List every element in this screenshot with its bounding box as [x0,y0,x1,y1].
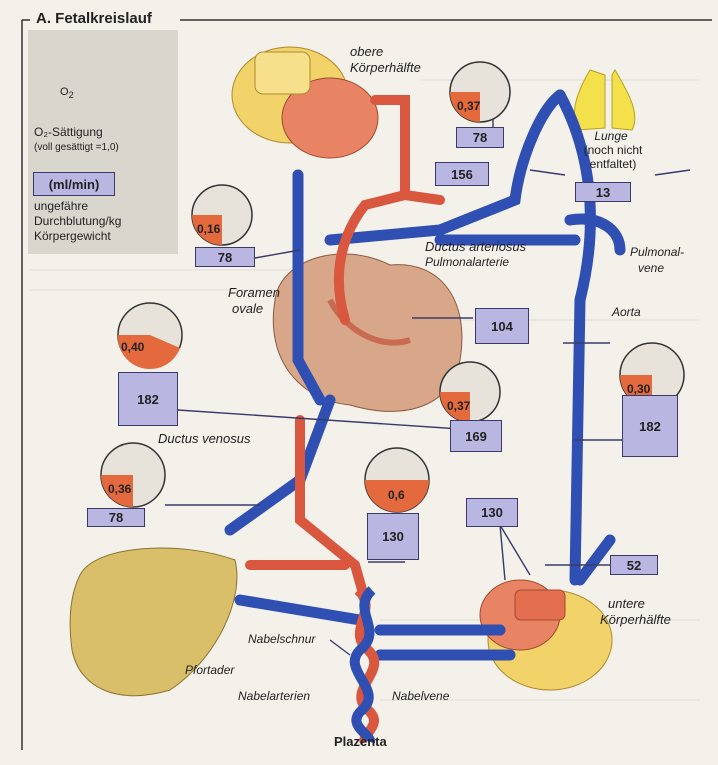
pie-6 [101,443,165,507]
label-foramen-1: Foramen [228,286,280,301]
label-pulmonalarterie: Pulmonalarterie [425,256,509,270]
pie-1 [450,62,510,122]
flow-box-7: 169 [450,420,502,452]
flow-box-12: 52 [610,555,658,575]
legend-o2-label: O2 [60,86,74,101]
label-pulmonalvene-1: Pulmonal- [630,246,684,260]
label-ductus-arteriosus: Ductus arteriosus [425,240,526,255]
label-lower-body-2: Körperhälfte [600,613,671,628]
saturation-2: 0,16 [197,222,220,236]
lungs [574,70,635,130]
label-ductus-venosus: Ductus venosus [158,432,251,447]
saturation-4: 0,37 [447,399,470,413]
flow-box-2: 156 [435,162,489,186]
legend-saturation-title: O₂-Sättigung [34,126,103,140]
flow-box-8: 182 [622,395,678,457]
label-upper-body-2: Körperhälfte [350,61,421,76]
saturation-5: 0,30 [627,382,650,396]
flow-box-4: 78 [195,247,255,267]
label-nabelarterien: Nabelarterien [238,690,310,704]
label-pulmonalvene-2: vene [638,262,664,276]
label-plazenta: Plazenta [334,735,387,750]
flow-box-9: 78 [87,508,145,527]
flow-box-10: 130 [367,513,419,560]
label-aorta: Aorta [612,306,641,320]
saturation-3: 0,40 [121,340,144,354]
diagram-title: A. Fetalkreislauf [32,10,156,27]
legend-saturation-note: (voll gesättigt =1,0) [34,142,119,154]
legend-unit-line3: Körpergewicht [34,230,111,244]
flow-box-3: 13 [575,182,631,202]
flow-box-11: 130 [466,498,518,527]
legend-unit-box: (ml/min) [33,172,115,196]
label-nabelvene: Nabelvene [392,690,449,704]
flow-box-5: 104 [475,308,529,344]
flow-box-1: 78 [456,127,504,148]
label-pfortader: Pfortader [185,664,234,678]
label-lung-1: Lunge [581,130,641,144]
label-upper-body-1: obere [350,45,383,60]
label-lung-3: entfaltet) [573,158,653,172]
legend-unit-line2: Durchblutung/kg [34,215,121,229]
label-lung-2: (noch nicht [573,144,653,158]
pie-4 [440,362,500,422]
saturation-6: 0,36 [108,482,131,496]
umbilical-cord [355,590,375,742]
pie-2 [192,185,252,245]
pie-7 [365,448,429,512]
label-lower-body-1: untere [608,597,645,612]
label-foramen-2: ovale [232,302,263,317]
legend-unit-line1: ungefähre [34,200,88,214]
saturation-1: 0,37 [457,99,480,113]
pie-3 [118,303,182,369]
flow-box-6: 182 [118,372,178,426]
label-nabelschnur: Nabelschnur [248,633,315,647]
saturation-7: 0,6 [388,488,405,502]
